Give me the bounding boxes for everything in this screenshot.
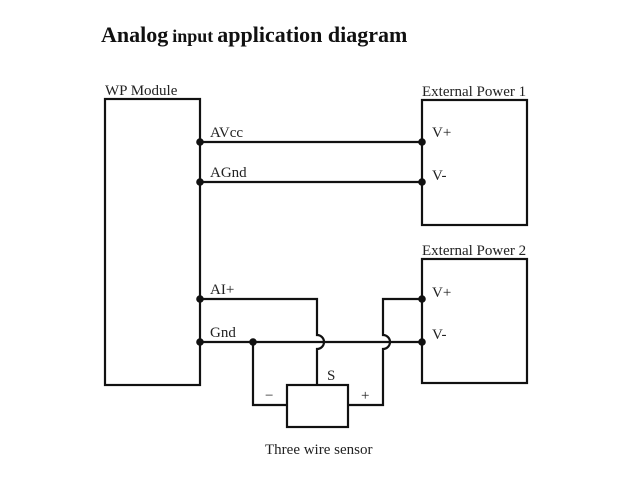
wp-module-box xyxy=(103,97,202,387)
external-power-1-label: External Power 1 xyxy=(422,84,526,100)
power2-v-plus-label: V+ xyxy=(432,285,451,301)
wp-module: WP Module AVcc AGnd AI+ Gnd xyxy=(103,83,247,387)
junction-dot-ai-plus xyxy=(196,295,204,303)
external-power-2-box xyxy=(420,257,529,385)
title-word-analog: Analog xyxy=(101,22,168,47)
sensor-box xyxy=(285,383,350,429)
junction-dot-power2-v-plus xyxy=(418,295,426,303)
junction-dot-power2-v-minus xyxy=(418,338,426,346)
external-power-1-box xyxy=(420,98,529,227)
sensor-signal-label: S xyxy=(327,368,335,384)
title-word-input: input xyxy=(172,26,213,46)
external-power-2: External Power 2 V+ V- xyxy=(420,243,529,385)
wire-ai-plus-to-sensor-s xyxy=(200,297,326,385)
power2-v-minus-label: V- xyxy=(432,327,446,343)
junction-dot-sensor-minus xyxy=(249,338,257,346)
sensor-caption: Three wire sensor xyxy=(265,442,372,458)
external-power-2-label: External Power 2 xyxy=(422,243,526,259)
junction-dot-gnd xyxy=(196,338,204,346)
junction-dot-avcc xyxy=(196,138,204,146)
sensor-plus-label: + xyxy=(361,388,369,404)
diagram-title: Analog input application diagram xyxy=(101,22,407,47)
three-wire-sensor: S − + Three wire sensor xyxy=(265,368,372,458)
junction-dot-power1-v-plus xyxy=(418,138,426,146)
wire-power2-v-plus-to-sensor-plus xyxy=(348,297,422,407)
wp-module-label: WP Module xyxy=(105,83,178,99)
title-rest: application diagram xyxy=(217,22,407,47)
external-power-1: External Power 1 V+ V- xyxy=(420,84,529,227)
pin-label-ai-plus: AI+ xyxy=(210,282,234,298)
power1-v-plus-label: V+ xyxy=(432,125,451,141)
wire-gnd-to-sensor-minus xyxy=(251,342,287,407)
power1-v-minus-label: V- xyxy=(432,168,446,184)
pin-label-agnd: AGnd xyxy=(210,165,247,181)
pin-label-gnd: Gnd xyxy=(210,325,236,341)
sensor-minus-label: − xyxy=(265,388,273,404)
junction-dot-power1-v-minus xyxy=(418,178,426,186)
pin-label-avcc: AVcc xyxy=(210,125,243,141)
junction-dot-agnd xyxy=(196,178,204,186)
